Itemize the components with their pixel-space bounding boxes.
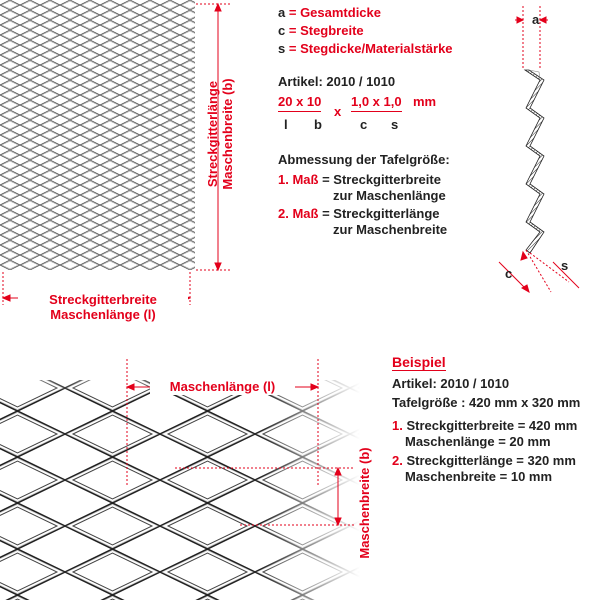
- artikel-unit: mm: [413, 94, 437, 109]
- maschenlaenge-label: Maschenlänge (l): [50, 307, 156, 322]
- item1-key: Maß: [292, 172, 319, 187]
- streckgitterbreite-label: Streckgitterbreite: [49, 292, 157, 307]
- beispiel-item2-number: 2.: [392, 453, 403, 468]
- beispiel-item2-line1: Streckgitterlänge = 320 mm: [406, 453, 576, 468]
- artikel-sub-s: s: [391, 117, 399, 132]
- beispiel-tafel: Tafelgröße : 420 mm x 320 mm: [392, 395, 581, 410]
- legend-a-desc: = Gesamtdicke: [288, 5, 381, 20]
- abmessung-item-1: 1. Maß = Streckgitterbreite: [278, 172, 441, 188]
- profile-a-label: a: [532, 12, 540, 27]
- maschenbreite-label: Maschenbreite (b): [220, 78, 235, 190]
- legend-s-key: s: [278, 41, 286, 56]
- item2-line1: = Streckgitterlänge: [322, 206, 440, 221]
- artikel-title: Artikel: 2010 / 1010: [278, 74, 396, 89]
- abmessung-item-2: 2. Maß = Streckgitterlänge: [278, 206, 440, 222]
- maschenbreite-bottom-label: Maschenbreite (b): [357, 447, 372, 559]
- profile-c-label: c: [505, 266, 513, 281]
- abmessung-item-1-line2: zur Maschenlänge: [333, 188, 446, 203]
- artikel-size-cs: 1,0 x 1,0: [351, 94, 402, 112]
- artikel-sub-l: l: [284, 117, 288, 132]
- maschenlaenge-bottom-label: Maschenlänge (l): [150, 379, 295, 395]
- mesh-pattern-large: [0, 355, 360, 600]
- beispiel-item-2-line2: Maschenbreite = 10 mm: [405, 469, 553, 484]
- beispiel-item1-line1: Streckgitterbreite = 420 mm: [406, 418, 578, 433]
- artikel-times: x: [334, 104, 342, 119]
- top-horizontal-label: Streckgitterbreite Maschenlänge (l): [18, 292, 188, 322]
- beispiel-item-2: 2. Streckgitterlänge = 320 mm: [392, 453, 576, 469]
- legend-s-desc: = Stegdicke/Materialstärke: [288, 41, 453, 56]
- profile-cross-section: [498, 6, 580, 294]
- legend-c-key: c: [278, 23, 286, 38]
- artikel-sub-c: c: [360, 117, 368, 132]
- beispiel-item1-number: 1.: [392, 418, 403, 433]
- beispiel-artikel: Artikel: 2010 / 1010: [392, 376, 510, 391]
- top-vertical-label: Streckgitterlänge Maschenbreite (b): [205, 59, 237, 209]
- legend-c-desc: = Stegbreite: [288, 23, 364, 38]
- artikel-size-lb: 20 x 10: [278, 94, 322, 112]
- abmessung-title: Abmessung der Tafelgröße:: [278, 152, 450, 167]
- legend-a-key: a: [278, 5, 286, 20]
- item1-number: 1.: [278, 172, 289, 187]
- profile-s-label: s: [561, 258, 569, 273]
- streckgitterlaenge-label: Streckgitterlänge: [205, 80, 220, 188]
- abmessung-item-2-line2: zur Maschenbreite: [333, 222, 448, 237]
- item2-key: Maß: [292, 206, 319, 221]
- beispiel-item-1-line2: Maschenlänge = 20 mm: [405, 434, 551, 449]
- item2-number: 2.: [278, 206, 289, 221]
- artikel-sub-b: b: [314, 117, 322, 132]
- beispiel-item-1: 1. Streckgitterbreite = 420 mm: [392, 418, 577, 434]
- mesh-pattern-small: [0, 0, 195, 270]
- beispiel-title: Beispiel: [392, 354, 446, 371]
- item1-line1: = Streckgitterbreite: [322, 172, 441, 187]
- maschenlaenge-text: Maschenlänge (l): [169, 379, 276, 394]
